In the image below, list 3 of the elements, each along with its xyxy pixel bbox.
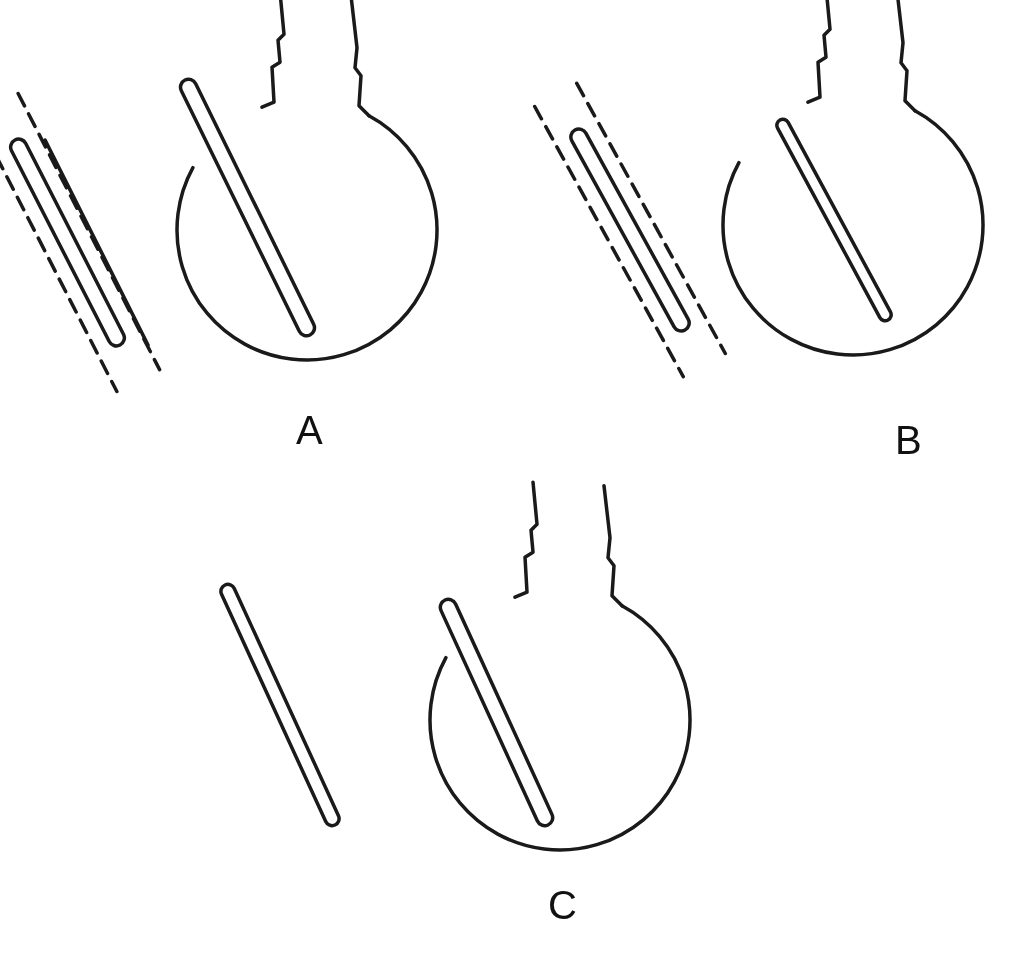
panel-label: C (548, 885, 577, 925)
panel-label: B (895, 420, 922, 460)
panel-label: A (296, 410, 323, 450)
